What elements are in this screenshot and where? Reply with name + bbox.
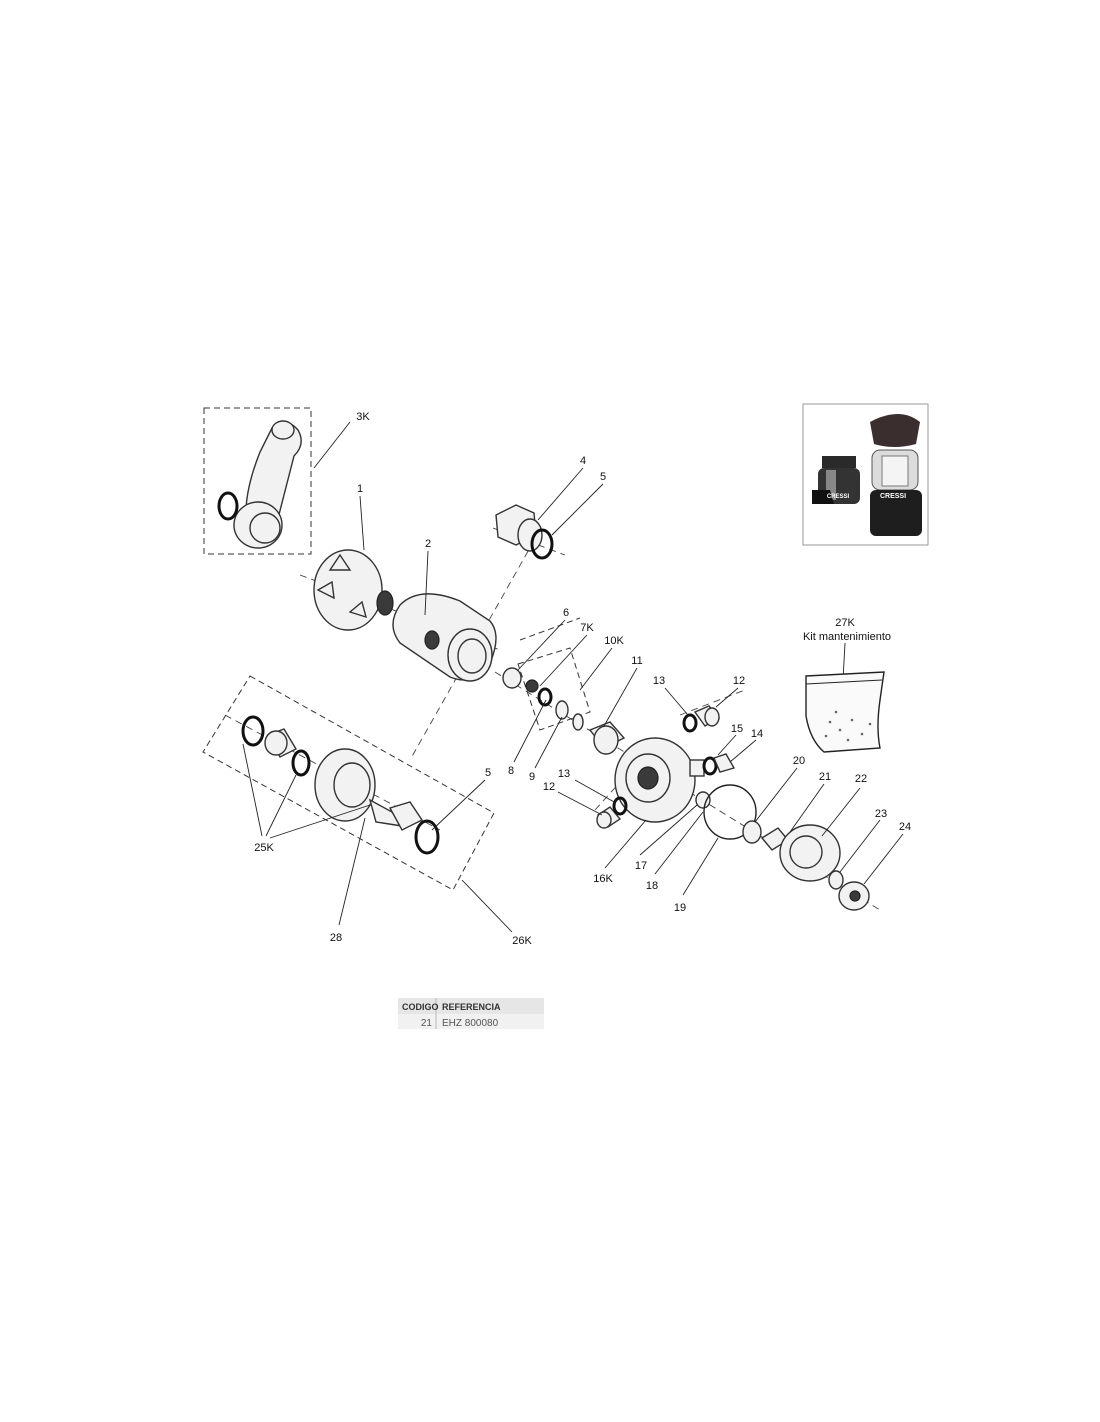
- kit-code: 27K: [835, 617, 855, 629]
- callout-17: 17: [635, 860, 647, 872]
- callout-5-top: 5: [600, 471, 606, 483]
- product-photo: CRESSI CRESSI: [802, 403, 929, 546]
- part-12-13-bottom-plug: [596, 796, 628, 829]
- parts-20-to-24: [742, 820, 870, 911]
- part-1-handwheel: [313, 549, 394, 631]
- kit-27k: 27K Kit mantenimiento: [803, 617, 891, 753]
- callout-28: 28: [330, 932, 342, 944]
- leader-lines: [242, 421, 904, 933]
- callout-25k: 25K: [254, 842, 274, 854]
- callout-5-bottom: 5: [485, 767, 491, 779]
- callout-18: 18: [646, 880, 658, 892]
- product-brand-label: CRESSI: [880, 493, 906, 500]
- parts-6-to-10k: [502, 667, 584, 731]
- callout-10k: 10K: [604, 635, 624, 647]
- callout-23: 23: [875, 808, 887, 820]
- kit-box-7k: [517, 647, 591, 731]
- callout-3k: 3K: [356, 411, 370, 423]
- product-brand-label-2: CRESSI: [827, 494, 850, 500]
- table-cell-referencia: EHZ 800080: [442, 1018, 499, 1029]
- callout-13-top: 13: [653, 675, 665, 687]
- callout-labels: 3K 1 2 4 5 6 7K 10K 11 13 12 15 14 8 9 5…: [254, 411, 911, 947]
- part-12-13-top-plug: [682, 705, 721, 733]
- part-14-15-plug: [702, 753, 736, 776]
- kit-box-26k: [202, 675, 495, 891]
- callout-11: 11: [631, 655, 642, 667]
- callout-22: 22: [855, 773, 867, 785]
- callout-4: 4: [580, 455, 586, 467]
- callout-26k: 26K: [512, 935, 532, 947]
- part-3k-yoke: [217, 420, 302, 549]
- parts-25k-26k-assembly: [241, 715, 440, 855]
- table-header-referencia: REFERENCIA: [442, 1002, 501, 1012]
- kit-name: Kit mantenimiento: [803, 631, 891, 643]
- callout-21: 21: [819, 771, 831, 783]
- kit-boxes: [202, 407, 591, 891]
- kit-bag-icon: [805, 671, 885, 753]
- callout-12-top: 12: [733, 675, 745, 687]
- callout-24: 24: [899, 821, 911, 833]
- callout-20: 20: [793, 755, 805, 767]
- callout-1: 1: [357, 483, 363, 495]
- callout-8: 8: [508, 765, 514, 777]
- table-header-codigo: CODIGO: [402, 1002, 439, 1012]
- part-4-5-fitting: [495, 504, 554, 560]
- callout-6: 6: [563, 607, 569, 619]
- callout-2: 2: [425, 538, 431, 550]
- callout-14: 14: [751, 728, 763, 740]
- reference-table: CODIGO REFERENCIA 21 EHZ 800080: [398, 998, 544, 1029]
- kit-box-3k: [203, 407, 312, 555]
- parts-17-18-19: [695, 784, 757, 840]
- callout-12-bottom: 12: [543, 781, 555, 793]
- table-cell-codigo: 21: [421, 1018, 433, 1029]
- part-11-sleeve: [588, 721, 626, 755]
- part-16k-housing: [614, 737, 705, 823]
- callout-9: 9: [529, 771, 535, 783]
- callout-19: 19: [674, 902, 686, 914]
- callout-13-bottom: 13: [558, 768, 570, 780]
- part-2-body: [392, 593, 497, 682]
- callout-15: 15: [731, 723, 743, 735]
- callout-16k: 16K: [593, 873, 613, 885]
- callout-7k: 7K: [580, 622, 594, 634]
